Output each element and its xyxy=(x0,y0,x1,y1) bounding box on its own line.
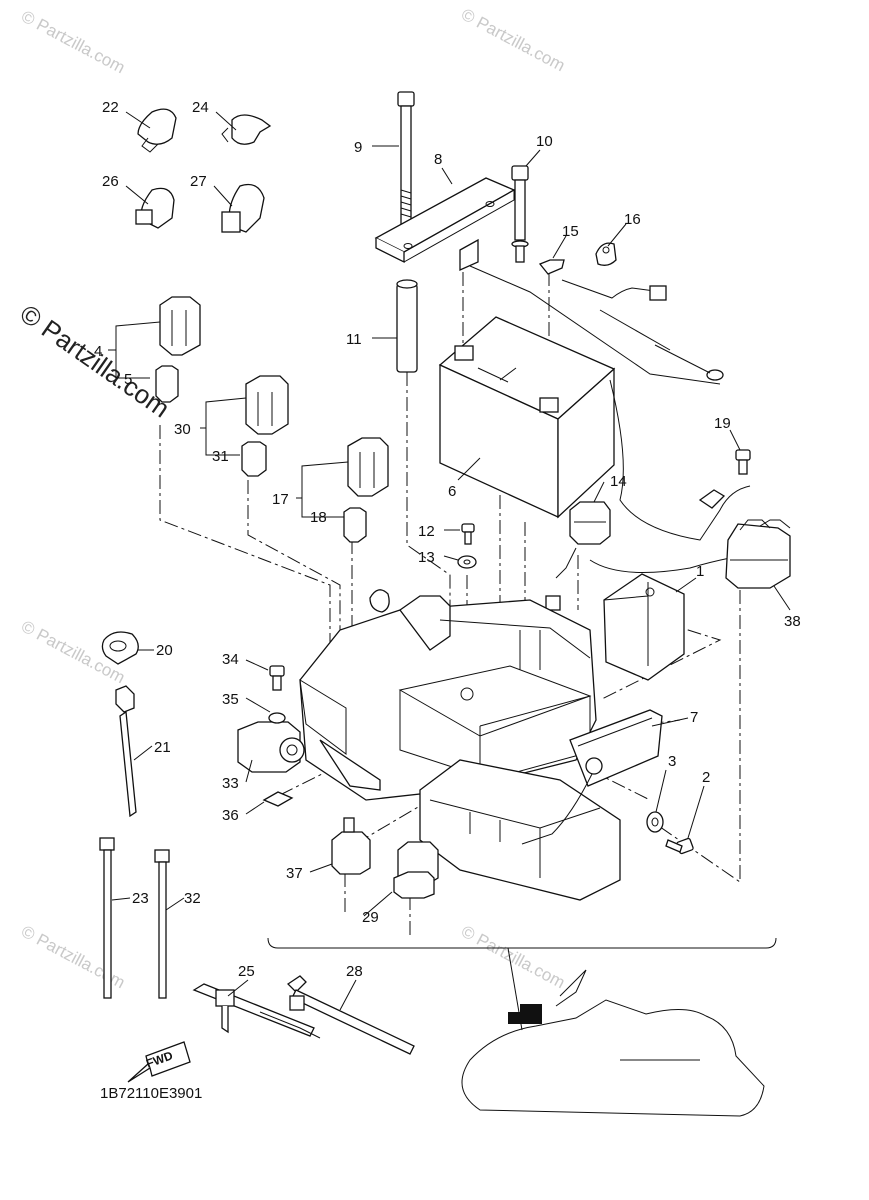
clip-16 xyxy=(595,242,617,266)
relay-38 xyxy=(725,519,791,589)
watermark-main: © Partzilla.com xyxy=(15,298,176,423)
bolt-34 xyxy=(269,665,285,691)
callout-22: 22 xyxy=(102,99,119,116)
callout-14: 14 xyxy=(610,473,627,490)
callout-15: 15 xyxy=(562,223,579,240)
connector-18 xyxy=(343,507,367,543)
location-marker xyxy=(520,1004,542,1014)
callout-7: 7 xyxy=(690,709,698,726)
callout-28: 28 xyxy=(346,963,363,980)
callout-29: 29 xyxy=(362,909,379,926)
bolt-10 xyxy=(511,165,529,263)
band-21 xyxy=(115,685,137,818)
callout-1: 1 xyxy=(696,563,704,580)
callout-32: 32 xyxy=(184,890,201,907)
nut-36 xyxy=(262,791,294,807)
collar-11 xyxy=(396,279,418,373)
watermark: © Partzilla.com xyxy=(18,7,128,78)
callout-23: 23 xyxy=(132,890,149,907)
cover-7 xyxy=(521,709,663,845)
vehicle-silhouette xyxy=(461,969,765,1117)
relay-14 xyxy=(545,501,611,611)
callout-34: 34 xyxy=(222,651,239,668)
callout-6: 6 xyxy=(448,483,456,500)
relay-29 xyxy=(393,841,439,899)
unit-1 xyxy=(603,573,685,681)
callout-9: 9 xyxy=(354,139,362,156)
diagram-code: 1B72110E3901 xyxy=(100,1085,202,1102)
band-32 xyxy=(154,849,170,999)
callout-20: 20 xyxy=(156,642,173,659)
location-marker xyxy=(508,1012,542,1024)
callout-18: 18 xyxy=(310,509,327,526)
callout-10: 10 xyxy=(536,133,553,150)
connector-5 xyxy=(155,365,179,403)
callout-5: 5 xyxy=(124,371,132,388)
relay-37 xyxy=(331,817,371,875)
callout-35: 35 xyxy=(222,691,239,708)
washer-35 xyxy=(268,712,286,724)
band-28 xyxy=(286,975,415,1055)
band-25 xyxy=(192,983,321,1039)
connector-4 xyxy=(159,296,201,356)
callout-36: 36 xyxy=(222,807,239,824)
bolt-19 xyxy=(735,449,751,475)
callout-24: 24 xyxy=(192,99,209,116)
callout-11: 11 xyxy=(346,331,362,348)
callout-12: 12 xyxy=(418,523,435,540)
cable-15 xyxy=(459,238,724,385)
callout-25: 25 xyxy=(238,963,255,980)
bracket-8 xyxy=(374,177,516,264)
bolt-2 xyxy=(665,837,694,855)
clamp-20 xyxy=(101,631,139,665)
callout-38: 38 xyxy=(784,613,801,630)
bolt-9 xyxy=(397,91,415,227)
washer-3 xyxy=(646,811,664,833)
callout-4: 4 xyxy=(94,343,102,360)
grommet-13 xyxy=(457,555,477,569)
connector-30 xyxy=(245,375,289,435)
callout-2: 2 xyxy=(702,769,710,786)
screw-12 xyxy=(461,523,475,545)
band-23 xyxy=(99,837,115,999)
callout-16: 16 xyxy=(624,211,641,228)
watermark: © Partzilla.com xyxy=(458,5,568,76)
callouts: 22 24 26 27 9 8 10 15 16 11 4 5 30 31 6 … xyxy=(94,99,801,980)
clamp-24 xyxy=(221,114,272,145)
clamp-22 xyxy=(137,108,177,153)
callout-19: 19 xyxy=(714,415,731,432)
leader-lines xyxy=(108,111,791,1011)
callout-3: 3 xyxy=(668,753,676,770)
wire-harness xyxy=(589,379,751,573)
callout-33: 33 xyxy=(222,775,239,792)
callout-17: 17 xyxy=(272,491,289,508)
callout-31: 31 xyxy=(212,448,229,465)
clamp-27 xyxy=(221,183,265,233)
callout-8: 8 xyxy=(434,151,442,168)
connector-31 xyxy=(241,441,267,477)
watermark: © Partzilla.com xyxy=(18,922,128,993)
battery-6 xyxy=(438,316,616,519)
callout-13: 13 xyxy=(418,549,435,566)
callout-30: 30 xyxy=(174,421,191,438)
callout-21: 21 xyxy=(154,739,171,756)
battery-box xyxy=(299,589,597,801)
clamp-26 xyxy=(135,187,175,229)
callout-27: 27 xyxy=(190,173,207,190)
clamp-33 xyxy=(237,721,305,773)
bracket-line xyxy=(267,937,777,949)
fwd-arrow: FWD xyxy=(127,1041,191,1083)
watermark: © Partzilla.com xyxy=(458,922,568,993)
connector-17 xyxy=(347,437,389,497)
callout-26: 26 xyxy=(102,173,119,190)
callout-37: 37 xyxy=(286,865,303,882)
